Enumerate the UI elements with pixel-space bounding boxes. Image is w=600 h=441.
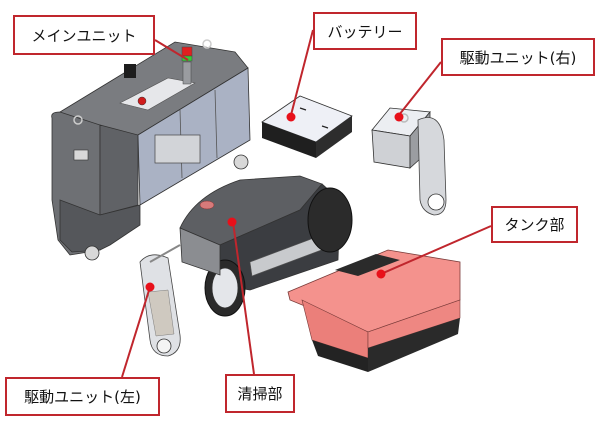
label-tank: タンク部 bbox=[491, 206, 578, 243]
cleaning-unit bbox=[179, 175, 353, 317]
label-drive-unit-left: 駆動ユニット(左) bbox=[5, 377, 160, 416]
marker-drive-left bbox=[145, 282, 155, 292]
drive-unit-right bbox=[371, 107, 447, 216]
main-unit bbox=[51, 39, 251, 261]
label-drive-unit-right: 駆動ユニット(右) bbox=[441, 38, 595, 76]
leader-main-unit bbox=[154, 39, 189, 61]
callout-markers bbox=[145, 112, 404, 292]
marker-cleaning bbox=[227, 217, 237, 227]
leader-cleaning bbox=[232, 221, 255, 375]
marker-drive-right bbox=[394, 112, 404, 122]
leader-drive-right bbox=[398, 61, 442, 116]
marker-battery bbox=[286, 112, 296, 122]
battery bbox=[261, 95, 353, 158]
marker-tank bbox=[376, 269, 386, 279]
leader-tank bbox=[380, 225, 492, 275]
leader-drive-left bbox=[121, 286, 151, 378]
tank-unit bbox=[287, 249, 461, 372]
drive-unit-left bbox=[139, 244, 181, 357]
callout-leaders bbox=[121, 29, 492, 378]
label-main-unit: メインユニット bbox=[13, 15, 155, 55]
signal-light-red bbox=[181, 46, 193, 57]
label-battery: バッテリー bbox=[313, 12, 417, 50]
leader-battery bbox=[290, 29, 314, 116]
label-cleaning: 清掃部 bbox=[225, 374, 295, 413]
